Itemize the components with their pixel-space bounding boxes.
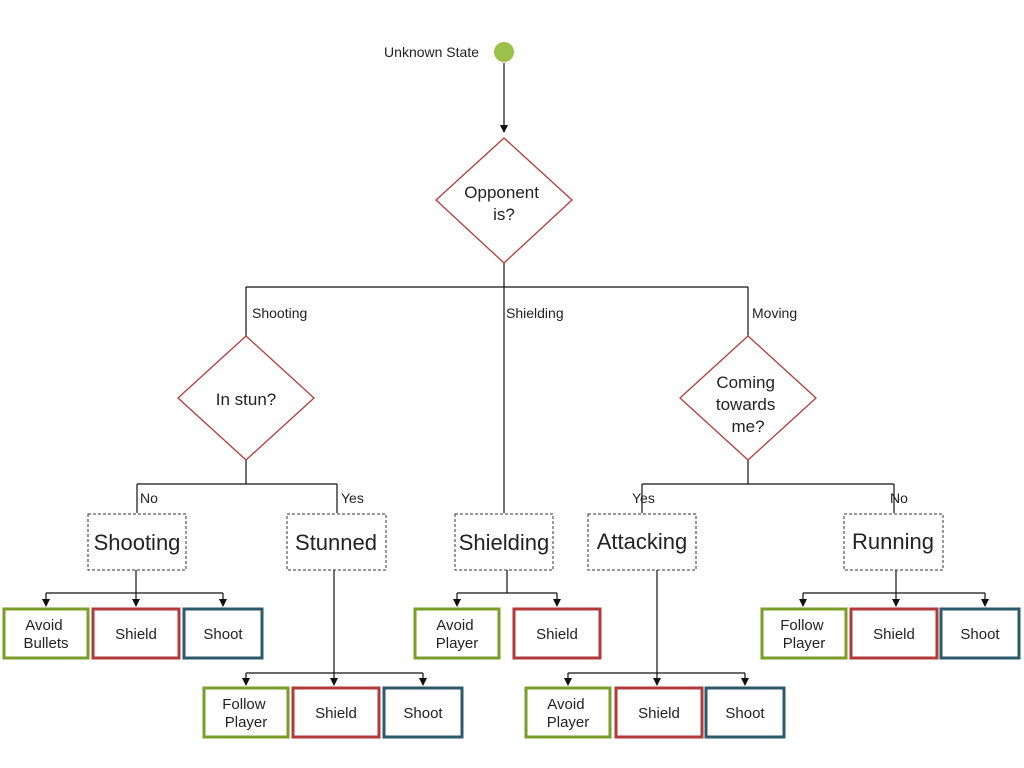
state-label: Running — [852, 529, 934, 554]
action-shoot: Shoot — [939, 607, 1021, 660]
action-label: Shoot — [203, 626, 243, 643]
action-box — [202, 686, 290, 739]
state-label: Stunned — [295, 530, 377, 555]
action-label: Avoid Player — [436, 617, 479, 652]
action-box — [91, 607, 181, 660]
action-label: Shoot — [725, 705, 765, 722]
state-box — [843, 513, 944, 571]
edge-label-shooting: Shooting — [252, 305, 307, 321]
state-box — [454, 513, 554, 571]
action-shoot: Shoot — [382, 686, 464, 739]
decision-diamond — [679, 335, 817, 461]
action-label: Avoid Player — [547, 696, 590, 731]
decision-coming: Coming towards me? — [679, 335, 817, 461]
action-label: Shoot — [403, 705, 443, 722]
action-box — [382, 686, 464, 739]
action-box — [512, 607, 602, 660]
edge-label-stun-no: No — [140, 490, 158, 506]
edge-label-shielding: Shielding — [506, 305, 564, 321]
action-shield: Shield — [91, 607, 181, 660]
state-label: Shielding — [459, 530, 550, 555]
start-label: Unknown State — [384, 44, 479, 60]
decision-stun: In stun? — [177, 335, 315, 461]
state-label: Shooting — [94, 530, 181, 555]
start-node — [494, 42, 514, 62]
action-box — [939, 607, 1021, 660]
action-follow-player: Follow Player — [760, 607, 848, 660]
action-box — [182, 607, 264, 660]
action-avoid-bullets: Avoid Bullets — [2, 607, 90, 660]
action-box — [2, 607, 90, 660]
state-attacking: Attacking — [587, 513, 697, 571]
action-box — [760, 607, 848, 660]
action-shield: Shield — [614, 686, 704, 739]
action-shield: Shield — [849, 607, 939, 660]
decision-opponent-label: Opponent is? — [464, 183, 543, 224]
action-label: Follow Player — [222, 696, 270, 731]
action-box — [704, 686, 786, 739]
action-shield: Shield — [512, 607, 602, 660]
state-shooting: Shooting — [87, 513, 187, 571]
action-label: Shoot — [960, 626, 1000, 643]
state-stunned: Stunned — [286, 513, 387, 571]
edge-label-coming-yes: Yes — [632, 490, 655, 506]
action-box — [413, 607, 501, 660]
state-box — [286, 513, 387, 571]
decision-diamond — [435, 137, 573, 264]
decision-stun-label: In stun? — [216, 390, 277, 409]
state-running: Running — [843, 513, 944, 571]
action-avoid-player: Avoid Player — [524, 686, 612, 739]
decision-diamond — [177, 335, 315, 461]
state-shielding: Shielding — [454, 513, 554, 571]
action-label: Follow Player — [780, 617, 828, 652]
action-label: Shield — [638, 705, 680, 722]
action-follow-player: Follow Player — [202, 686, 290, 739]
state-label: Attacking — [597, 529, 688, 554]
edge-label-stun-yes: Yes — [341, 490, 364, 506]
action-label: Shield — [873, 626, 915, 643]
action-label: Shield — [315, 705, 357, 722]
decision-opponent: Opponent is? — [435, 137, 573, 264]
action-shield: Shield — [291, 686, 381, 739]
action-label: Avoid Bullets — [23, 617, 68, 652]
action-box — [614, 686, 704, 739]
action-label: Shield — [536, 626, 578, 643]
state-box — [87, 513, 187, 571]
action-shoot: Shoot — [704, 686, 786, 739]
action-box — [524, 686, 612, 739]
decision-coming-label: Coming towards me? — [716, 373, 780, 436]
action-label: Shield — [115, 626, 157, 643]
state-box — [587, 513, 697, 571]
action-avoid-player: Avoid Player — [413, 607, 501, 660]
connectors — [42, 63, 989, 686]
action-shoot: Shoot — [182, 607, 264, 660]
edge-label-moving: Moving — [752, 305, 797, 321]
action-box — [849, 607, 939, 660]
action-box — [291, 686, 381, 739]
edge-label-coming-no: No — [890, 490, 908, 506]
